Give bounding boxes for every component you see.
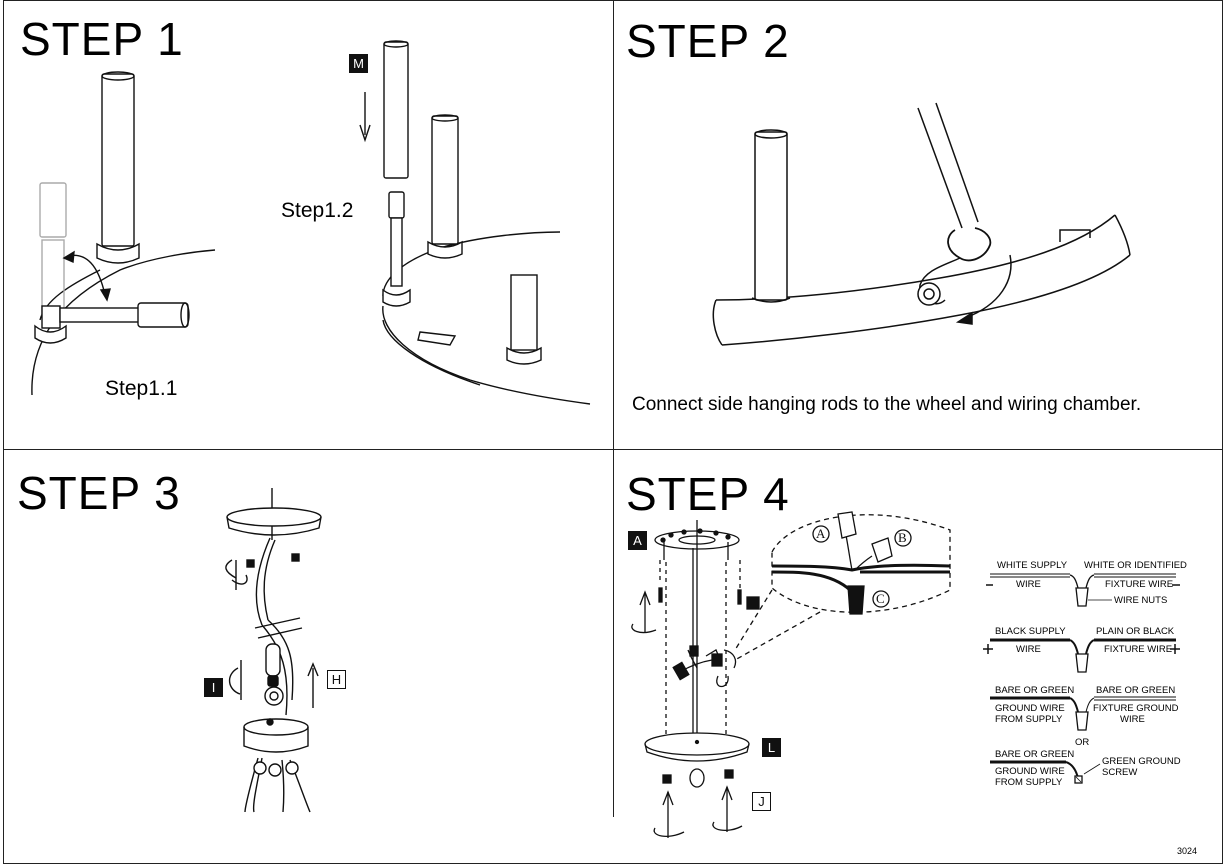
label-ground-supply-2b: FROM SUPPLY	[995, 777, 1063, 788]
ghost-socket	[39, 182, 67, 238]
label-ground-supply-1a: GROUND WIRE	[995, 703, 1065, 714]
step1-1-label: Step1.1	[105, 377, 178, 400]
label-bare-green-1: BARE OR GREEN	[995, 685, 1075, 696]
label-white-identified: WHITE OR IDENTIFIED	[1084, 560, 1187, 571]
part-tag-i: I	[204, 678, 223, 697]
tall-rod-b	[431, 115, 459, 245]
label-fixture-wire-1: FIXTURE WIRE	[1105, 579, 1174, 590]
label-green-screw-a: GREEN GROUND	[1102, 756, 1181, 767]
tall-rod-c	[510, 274, 538, 351]
rod-m	[383, 41, 409, 179]
callout-letter-b: B	[898, 530, 907, 545]
hanging-rod-line-a	[917, 107, 963, 229]
callout-letter-a: A	[816, 526, 826, 541]
step4-title: STEP 4	[626, 468, 790, 520]
part-tag-a: A	[628, 531, 647, 550]
step2-caption: Connect side hanging rods to the wheel a…	[632, 394, 1142, 415]
part-tag-l: L	[762, 738, 781, 757]
hanging-hook	[947, 227, 992, 262]
label-bare-green-3: BARE OR GREEN	[995, 749, 1075, 760]
label-white-supply: WHITE SUPPLY	[997, 560, 1068, 571]
step1-title: STEP 1	[20, 13, 184, 65]
vertical-divider-bottom	[613, 449, 614, 817]
callout-bubble	[771, 514, 951, 613]
hanging-rod-line-b	[935, 102, 979, 223]
document-code: 3024	[1177, 846, 1198, 856]
part-tag-h: H	[327, 670, 346, 689]
label-green-screw-b: SCREW	[1102, 767, 1138, 778]
part-tag-j: J	[752, 792, 771, 811]
label-ground-supply-1b: FROM SUPPLY	[995, 714, 1063, 725]
label-wire-1: WIRE	[1016, 579, 1041, 590]
step1-illustration	[31, 40, 591, 405]
wheel-eyelet	[917, 282, 941, 306]
label-bare-green-2: BARE OR GREEN	[1096, 685, 1176, 696]
label-fixture-wire-2: FIXTURE WIRE	[1104, 644, 1173, 655]
wheel-arc-right	[382, 305, 591, 405]
step2-illustration	[712, 102, 1131, 346]
callout-letter-c: C	[876, 591, 885, 606]
label-wire-nuts: WIRE NUTS	[1114, 595, 1168, 606]
label-fixture-ground-a: FIXTURE GROUND	[1093, 703, 1179, 714]
step3-title: STEP 3	[17, 467, 181, 519]
vertical-divider-top	[613, 0, 614, 449]
step3-illustration	[225, 488, 322, 813]
step1-2-label: Step1.2	[281, 199, 354, 222]
loop-hook	[264, 686, 284, 706]
label-fixture-ground-b: WIRE	[1120, 714, 1145, 725]
wheel-band-bottom	[721, 254, 1131, 346]
tall-rod-a	[101, 73, 135, 247]
label-ground-supply-2a: GROUND WIRE	[995, 766, 1065, 777]
part-tag-m: M	[349, 54, 368, 73]
wheel-arc-left	[31, 249, 216, 396]
label-plain-black: PLAIN OR BLACK	[1096, 626, 1175, 637]
label-wire-2: WIRE	[1016, 644, 1041, 655]
step2-rod-left	[754, 131, 788, 301]
label-or: OR	[1075, 737, 1090, 748]
label-black-supply: BLACK SUPPLY	[995, 626, 1066, 637]
step2-title: STEP 2	[626, 15, 790, 67]
wire-nut-a	[837, 511, 857, 539]
